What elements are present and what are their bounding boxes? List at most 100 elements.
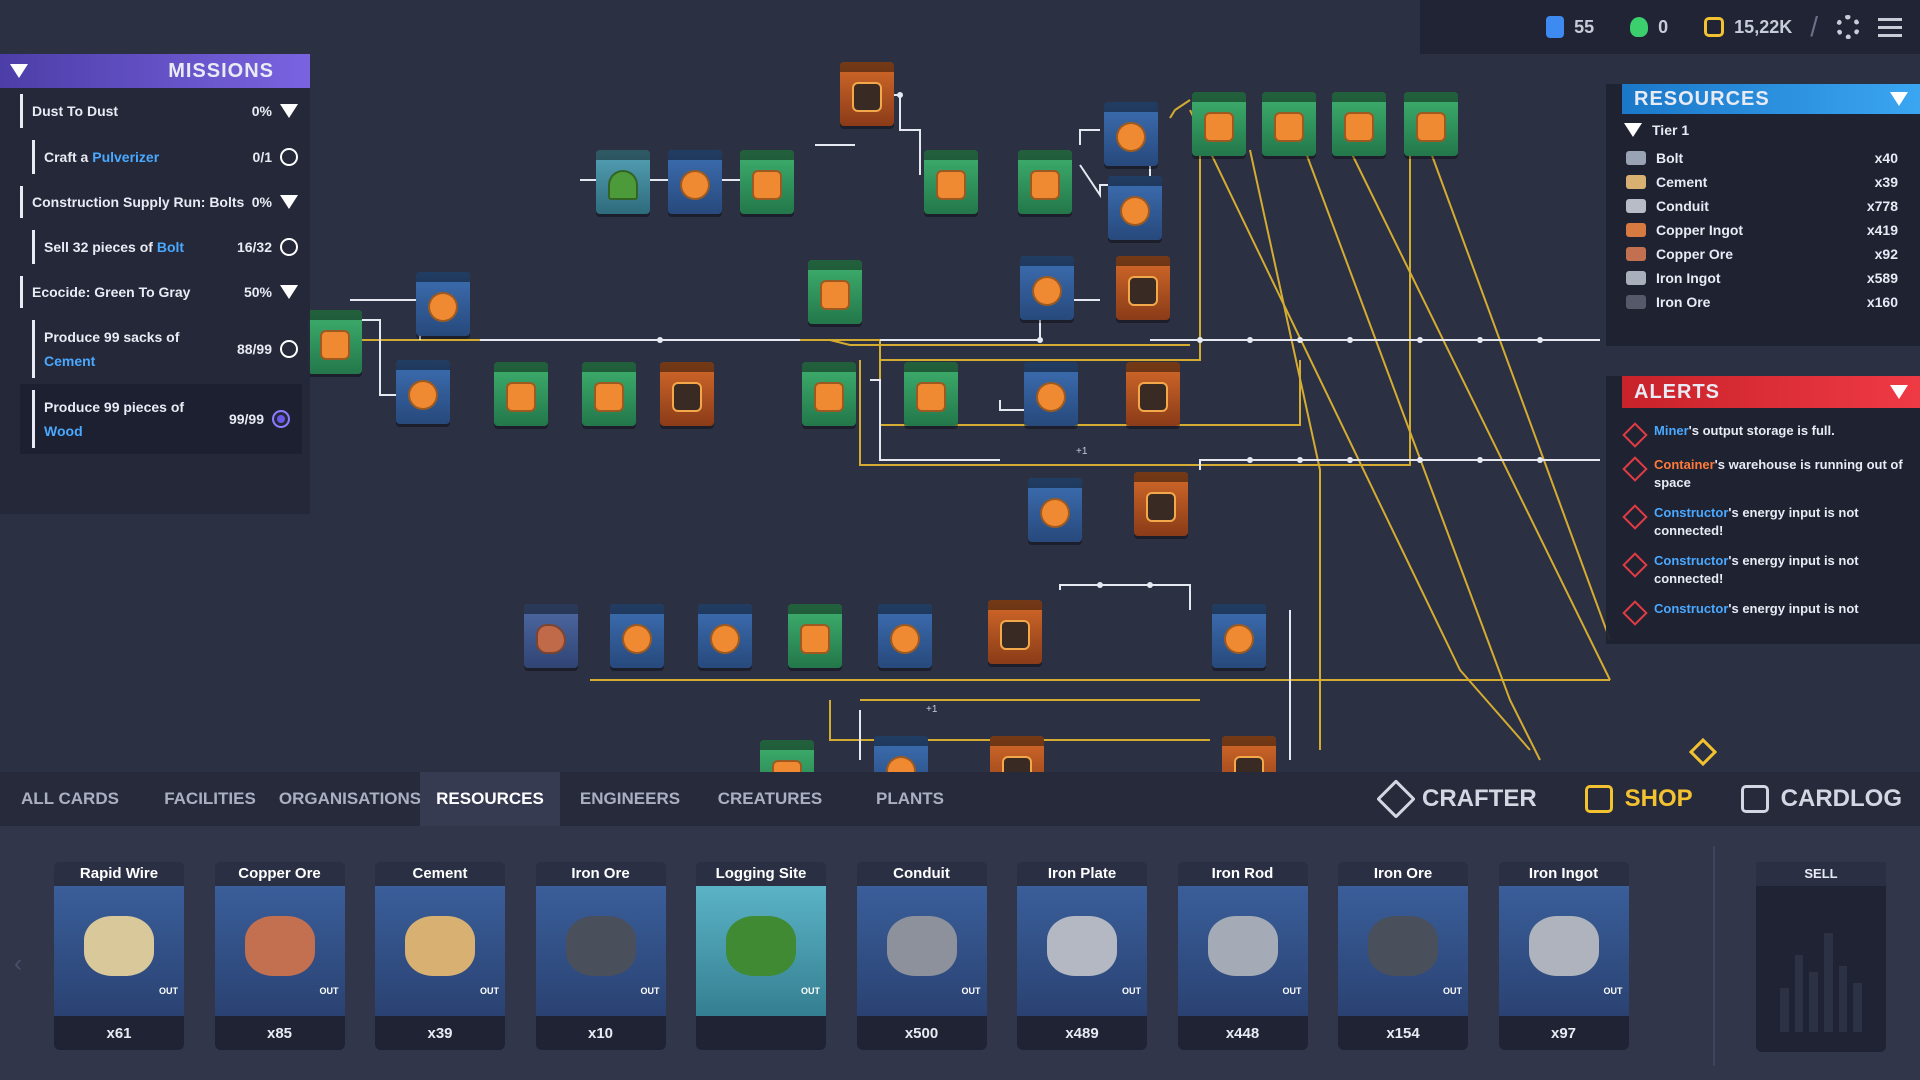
facility-node[interactable] [396,360,450,424]
missions-header[interactable]: MISSIONS [0,54,310,88]
out-port[interactable]: OUT [1603,986,1623,996]
cardlog-button[interactable]: CARDLOG [1740,785,1902,813]
constructor-node[interactable] [878,604,932,668]
splitter-node[interactable] [740,150,794,214]
splitter-node[interactable] [308,310,362,374]
scroll-left-icon[interactable]: ‹ [14,950,22,977]
facility-node[interactable] [840,62,894,126]
tab-engineers[interactable]: ENGINEERS [579,789,681,808]
alert-item[interactable]: Constructor's energy input is not [1606,594,1920,628]
power-node[interactable] [1332,92,1386,156]
tab-organisations[interactable]: ORGANISATIONS [278,789,422,808]
constructor-node[interactable] [1024,362,1078,426]
splitter-node[interactable] [582,362,636,426]
out-port[interactable]: OUT [801,986,820,996]
menu-icon[interactable] [1878,17,1902,37]
container-node[interactable] [988,600,1042,664]
out-port[interactable]: OUT [640,986,660,996]
merger-node[interactable] [924,150,978,214]
constructor-node[interactable] [1028,478,1082,542]
alert-item[interactable]: Miner's output storage is full. [1606,416,1920,450]
facility-node[interactable] [416,272,470,336]
plant-node[interactable] [596,150,650,214]
power-node[interactable] [1404,92,1458,156]
out-port[interactable]: OUT [480,986,499,996]
splitter-node[interactable] [808,260,862,324]
container-node[interactable] [1116,256,1170,320]
resource-node[interactable] [524,604,578,668]
out-port[interactable]: OUT [159,986,178,996]
tab-resources[interactable]: RESOURCES [420,772,560,826]
crafter-button[interactable]: CRAFTER [1376,779,1537,819]
facility-node[interactable] [668,150,722,214]
factory-board[interactable]: +1 +1 [0,0,1920,804]
mission-group[interactable]: Dust To Dust 0% [0,88,310,134]
constructor-node[interactable] [1212,604,1266,668]
alerts-header[interactable]: ALERTS [1622,376,1920,408]
expand-icon[interactable] [1624,123,1642,137]
out-port[interactable]: OUT [319,986,339,996]
expand-icon[interactable] [280,104,298,118]
collapse-icon[interactable] [10,64,28,78]
facility-node[interactable] [1108,176,1162,240]
mission-task[interactable]: Craft a Pulverizer 0/1 [0,134,310,180]
splitter-node[interactable] [1018,150,1072,214]
resources-header[interactable]: RESOURCES [1622,84,1920,114]
out-port[interactable]: OUT [1122,986,1141,996]
power-node[interactable] [1262,92,1316,156]
power-node[interactable] [802,362,856,426]
alert-item[interactable]: Constructor's energy input is not connec… [1606,546,1920,594]
tab-all-cards[interactable]: ALL CARDS [21,789,119,808]
container-node[interactable] [1126,362,1180,426]
mission-task[interactable]: Sell 32 pieces of Bolt 16/32 [0,224,310,270]
facility-node[interactable] [610,604,664,668]
splitter-node[interactable] [788,604,842,668]
mission-group[interactable]: Construction Supply Run: Bolts 0% [0,180,310,224]
expand-icon[interactable] [280,195,298,209]
merger-node[interactable] [494,362,548,426]
sell-zone[interactable]: SELL [1756,862,1886,1052]
expand-icon[interactable] [280,285,298,299]
tier-group[interactable]: Tier 1 [1606,114,1920,146]
alert-item[interactable]: Constructor's energy input is not connec… [1606,498,1920,546]
tab-creatures[interactable]: CREATURES [717,789,823,808]
mission-group[interactable]: Ecocide: Green To Gray 50% [0,270,310,314]
splitter-node[interactable] [904,362,958,426]
out-port[interactable]: OUT [1443,986,1462,996]
gear-icon[interactable] [1836,15,1860,39]
constructor-node[interactable] [1020,256,1074,320]
tab-facilities[interactable]: FACILITIES [164,789,256,808]
collapse-icon[interactable] [1890,385,1908,399]
collapse-icon[interactable] [1890,92,1908,106]
tab-plants[interactable]: PLANTS [876,789,944,808]
facility-node[interactable] [698,604,752,668]
facility-node[interactable] [1104,102,1158,166]
power-node[interactable] [1192,92,1246,156]
alert-item[interactable]: Container's warehouse is running out of … [1606,450,1920,498]
out-port[interactable]: OUT [961,986,981,996]
shop-button[interactable]: SHOP [1584,785,1693,813]
container-node[interactable] [660,362,714,426]
container-node[interactable] [1134,472,1188,536]
out-port[interactable]: OUT [1282,986,1302,996]
mission-task[interactable]: Produce 99 sacks of Cement 88/99 [0,314,310,384]
mission-task[interactable]: Produce 99 pieces of Wood 99/99 [20,384,302,454]
